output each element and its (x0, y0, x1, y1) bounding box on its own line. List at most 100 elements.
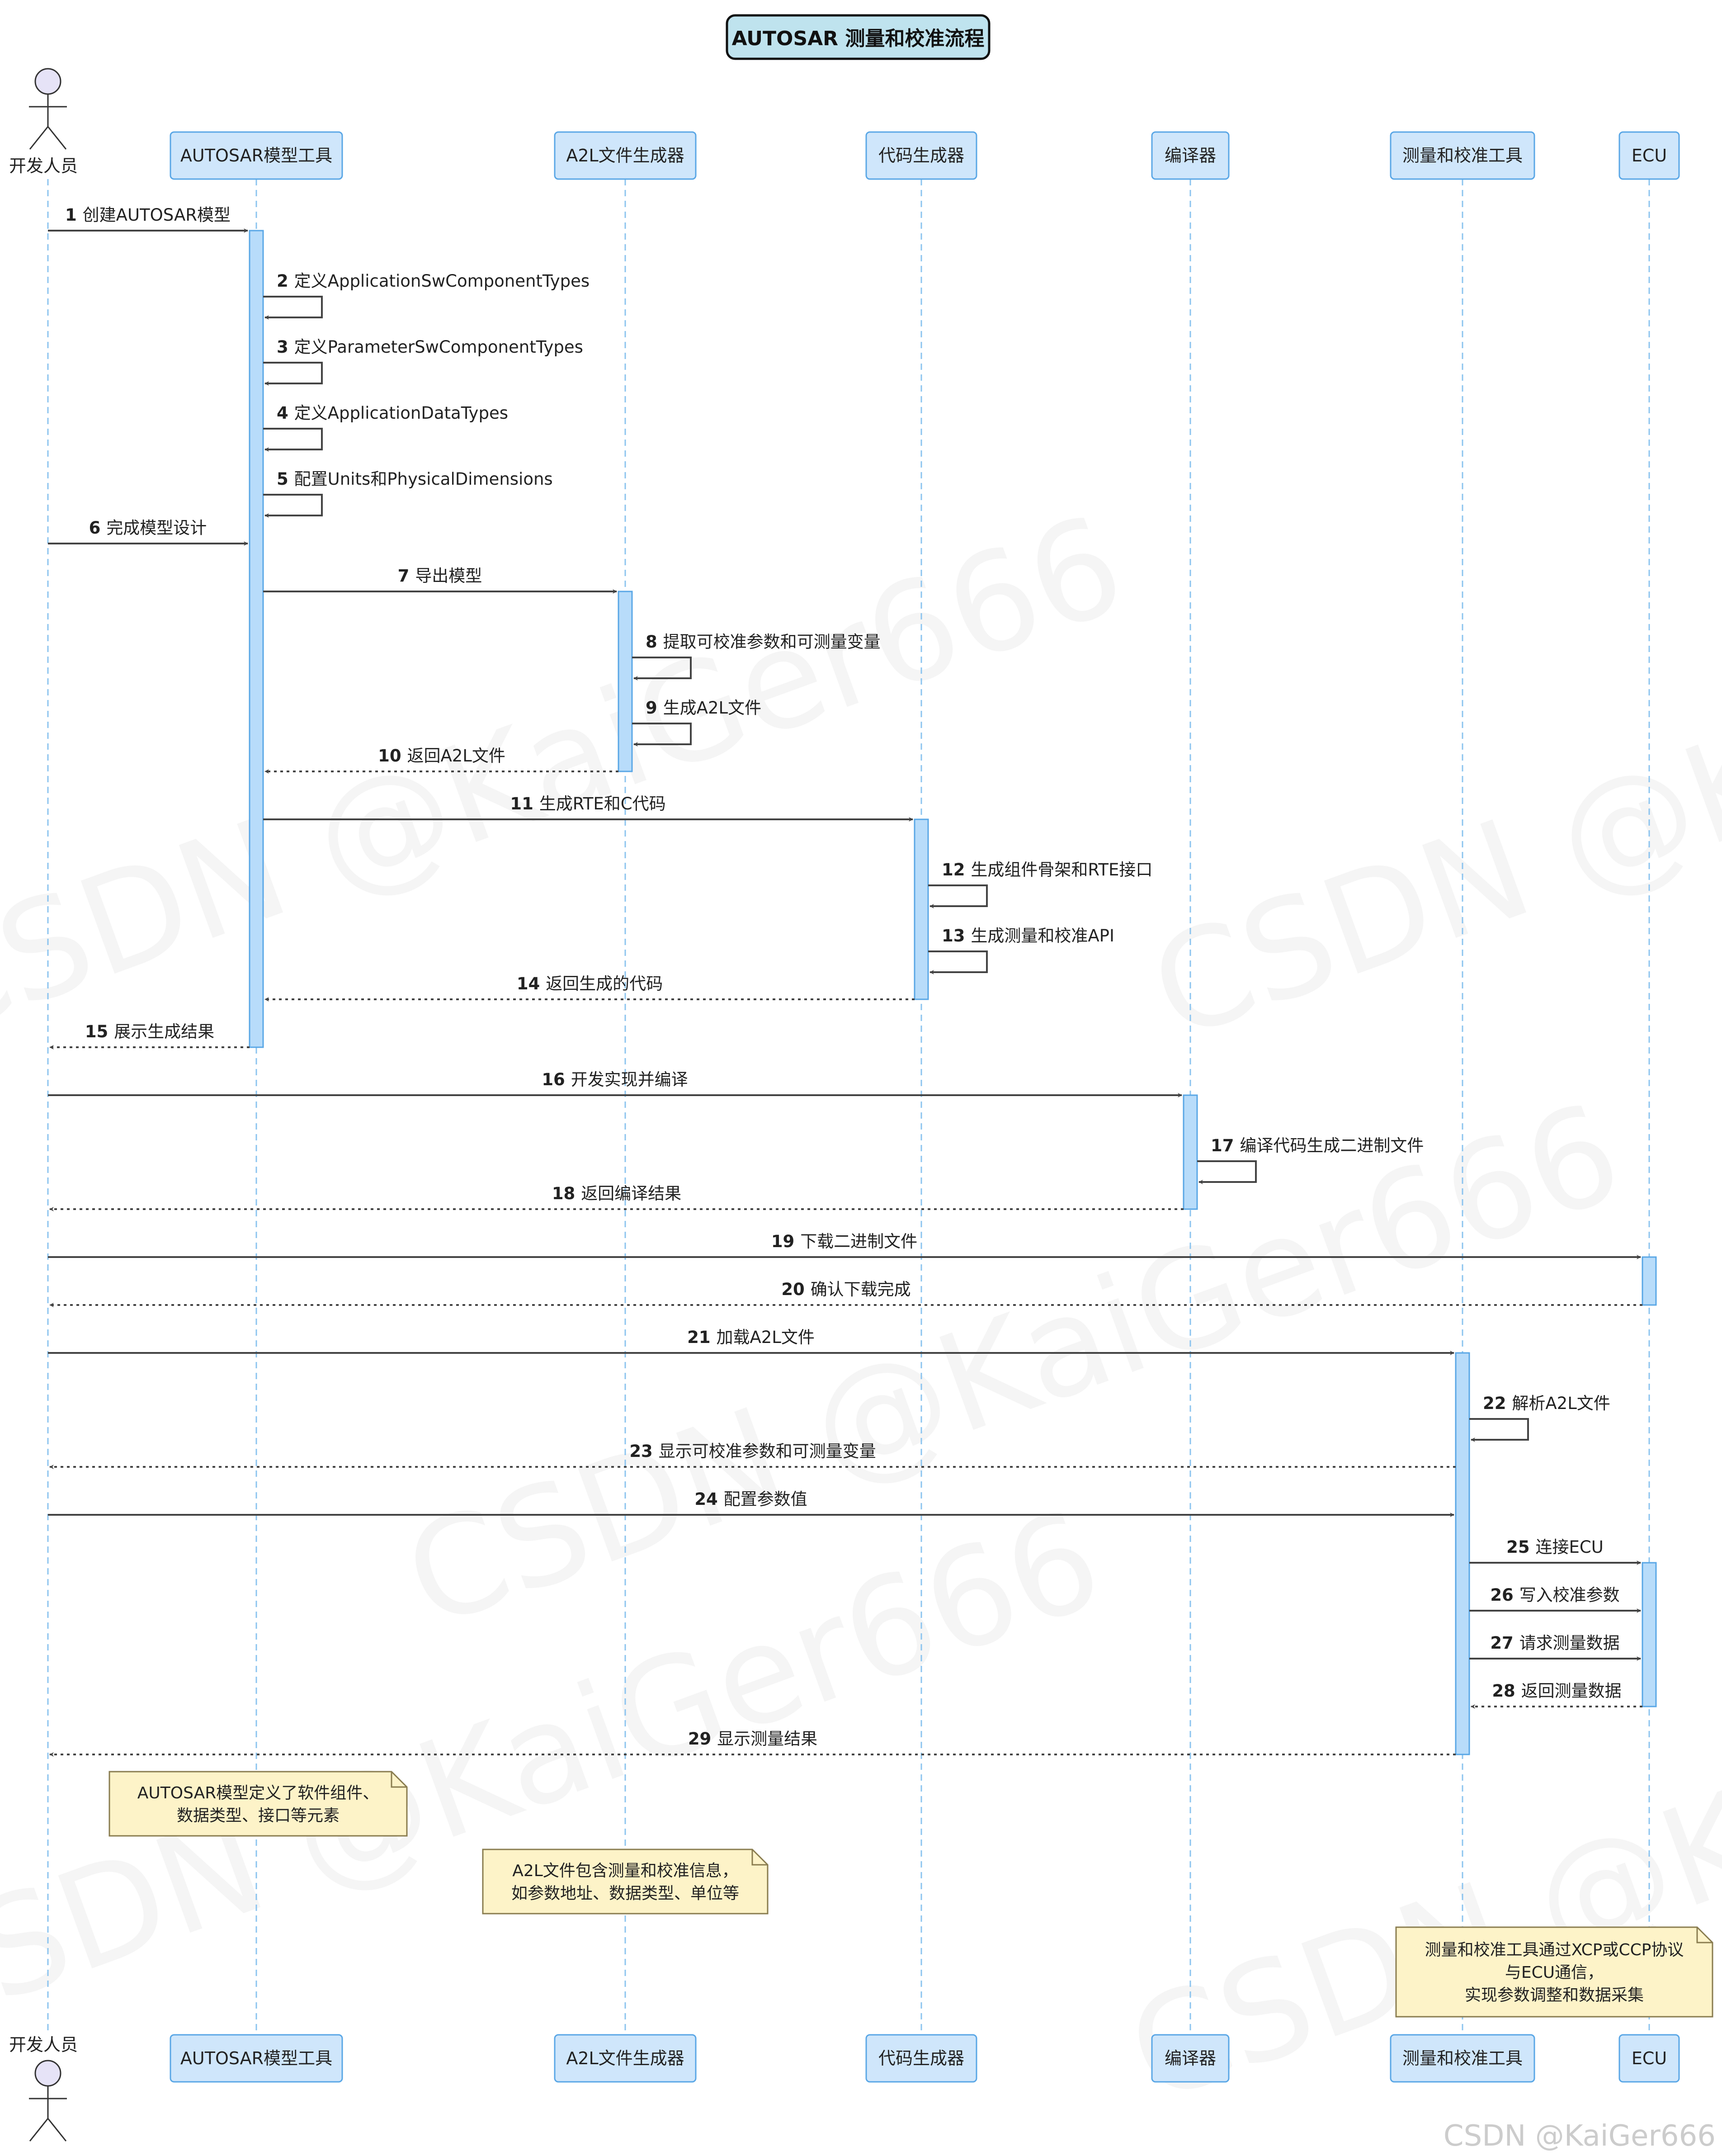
message-23: 23 显示可校准参数和可测量变量 (49, 1442, 1456, 1469)
participant-box (1618, 2034, 1680, 2083)
watermark-text: CSDN @KaiGer666 (1444, 2119, 1716, 2153)
activations (249, 230, 1657, 1755)
message-label: 14 返回生成的代码 (517, 974, 663, 993)
activation-bar-compiler (1183, 1094, 1198, 1210)
message-text: 解析A2L文件 (1512, 1394, 1610, 1413)
message-number: 14 (517, 974, 546, 993)
participant-ecu-bottom: ECU (1618, 2034, 1680, 2083)
message-5: 5 配置Units和PhysicalDimensions (263, 469, 553, 518)
message-label: 29 显示测量结果 (688, 1729, 817, 1749)
message-label: 15 展示生成结果 (85, 1022, 214, 1041)
message-text: 展示生成结果 (114, 1022, 214, 1041)
message-label: 9 生成A2L文件 (646, 698, 761, 718)
message-20: 20 确认下载完成 (49, 1280, 1642, 1307)
participant-model-bottom: AUTOSAR模型工具 (170, 2034, 343, 2083)
message-26: 26 写入校准参数 (1469, 1585, 1641, 1613)
message-label: 23 显示可校准参数和可测量变量 (629, 1442, 876, 1461)
message-number: 11 (510, 794, 539, 813)
message-text: 显示测量结果 (717, 1729, 817, 1749)
actor-label: 开发人员 (9, 2035, 78, 2055)
note-text-line: 测量和校准工具通过XCP或CCP协议 (1425, 1941, 1684, 1959)
message-arrow (263, 362, 323, 386)
message-number: 16 (542, 1070, 571, 1089)
actor-label: 开发人员 (9, 156, 78, 176)
message-arrow (1469, 1418, 1529, 1442)
message-9: 9 生成A2L文件 (632, 698, 761, 747)
message-number: 21 (687, 1328, 716, 1347)
message-3: 3 定义ParameterSwComponentTypes (263, 337, 583, 386)
message-number: 1 (65, 205, 83, 225)
message-arrow (263, 296, 323, 320)
note-text-line: 如参数地址、数据类型、单位等 (511, 1884, 739, 1903)
participant-codegen-bottom: 代码生成器 (865, 2034, 977, 2083)
message-label: 16 开发实现并编译 (542, 1070, 688, 1089)
message-28: 28 返回测量数据 (1471, 1681, 1642, 1709)
message-number: 7 (398, 566, 415, 586)
message-number: 9 (646, 698, 663, 718)
message-21: 21 加载A2L文件 (48, 1328, 1454, 1355)
message-label: 28 返回测量数据 (1492, 1681, 1621, 1701)
lifelines (47, 179, 1650, 2035)
participant-a2l-bottom: A2L文件生成器 (554, 2034, 697, 2083)
message-number: 15 (85, 1022, 114, 1041)
note-box (482, 1849, 769, 1915)
actor-leg-left (29, 126, 49, 150)
participant-label: 编译器 (1165, 146, 1216, 165)
message-text: 创建AUTOSAR模型 (83, 205, 231, 225)
message-text: 返回A2L文件 (407, 746, 505, 766)
activation-bar-a2l (618, 591, 633, 772)
title-box (726, 14, 991, 60)
message-label: 5 配置Units和PhysicalDimensions (277, 469, 553, 489)
participant-label: 测量和校准工具 (1402, 146, 1523, 165)
note-box (109, 1771, 408, 1837)
participant-box (865, 131, 977, 180)
message-label: 2 定义ApplicationSwComponentTypes (277, 271, 590, 291)
message-number: 17 (1211, 1136, 1240, 1155)
message-text: 生成测量和校准API (971, 926, 1114, 946)
message-label: 1 创建AUTOSAR模型 (65, 205, 231, 225)
message-number: 29 (688, 1729, 717, 1749)
participant-label: AUTOSAR模型工具 (180, 2048, 332, 2068)
message-29: 29 显示测量结果 (49, 1729, 1456, 1757)
message-text: 写入校准参数 (1519, 1585, 1620, 1605)
participant-box (865, 2034, 977, 2083)
message-label: 8 提取可校准参数和可测量变量 (646, 632, 881, 652)
message-2: 2 定义ApplicationSwComponentTypes (263, 271, 590, 320)
activation-bar-ecu (1642, 1256, 1657, 1306)
message-text: 连接ECU (1536, 1537, 1604, 1557)
message-arrow (928, 884, 988, 908)
message-4: 4 定义ApplicationDataTypes (263, 403, 508, 452)
note-fold (391, 1772, 407, 1788)
message-27: 27 请求测量数据 (1469, 1633, 1641, 1661)
message-arrow (928, 950, 988, 974)
participant-box (170, 131, 343, 180)
message-11: 11 生成RTE和C代码 (263, 794, 913, 822)
message-text: 显示可校准参数和可测量变量 (659, 1442, 876, 1461)
message-number: 23 (629, 1442, 658, 1461)
message-text: 生成RTE和C代码 (539, 794, 666, 813)
participant-ecu-top: ECU (1618, 131, 1680, 180)
message-number: 18 (552, 1184, 581, 1203)
message-label: 19 下载二进制文件 (771, 1232, 917, 1251)
message-number: 27 (1490, 1633, 1519, 1653)
message-17: 17 编译代码生成二进制文件 (1197, 1136, 1424, 1184)
message-text: 编译代码生成二进制文件 (1240, 1136, 1424, 1155)
watermark-text: CSDN @KaiGer666 (1132, 485, 1722, 1070)
message-22: 22 解析A2L文件 (1469, 1394, 1610, 1442)
message-number: 2 (277, 271, 294, 291)
participant-codegen-top: 代码生成器 (865, 131, 977, 180)
actor-top: 开发人员 (9, 68, 78, 176)
message-number: 6 (89, 518, 107, 538)
message-label: 6 完成模型设计 (89, 518, 207, 538)
participant-box (1151, 2034, 1230, 2083)
participant-label: 测量和校准工具 (1402, 2048, 1523, 2068)
message-arrow (1197, 1160, 1257, 1184)
message-number: 4 (277, 403, 294, 423)
message-text: 提取可校准参数和可测量变量 (663, 632, 881, 652)
actor-leg-right (47, 126, 67, 150)
notes: AUTOSAR模型定义了软件组件、数据类型、接口等元素A2L文件包含测量和校准信… (109, 1771, 1713, 2018)
note-model: AUTOSAR模型定义了软件组件、数据类型、接口等元素 (109, 1771, 408, 1837)
